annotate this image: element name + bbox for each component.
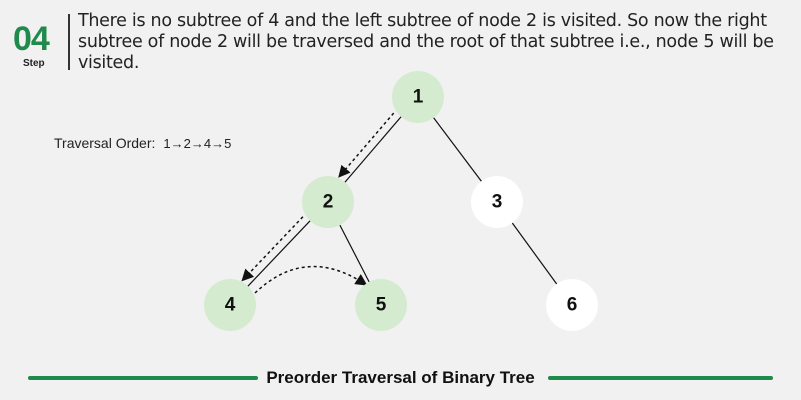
node-circle	[204, 279, 256, 331]
traversal-arrow-4-5	[254, 265, 368, 294]
step-description: There is no subtree of 4 and the left su…	[78, 11, 774, 73]
tree-node-1: 1	[392, 71, 444, 123]
step-label: Step	[23, 58, 45, 69]
node-circle	[392, 71, 444, 123]
node-label: 1	[413, 87, 424, 108]
tree-edge-2-4	[247, 220, 311, 287]
node-label: 4	[225, 295, 236, 316]
node-label: 3	[492, 192, 503, 213]
node-label: 2	[323, 192, 334, 213]
caption-text: Preorder Traversal of Binary Tree	[260, 368, 541, 387]
divider	[68, 14, 70, 70]
traversal-order-sequence: 1→2→4→5	[163, 136, 232, 151]
step-number: 04	[13, 20, 50, 58]
tree-node-5: 5	[355, 279, 407, 331]
caption: Preorder Traversal of Binary Tree	[0, 368, 801, 388]
tree-node-4: 4	[204, 279, 256, 331]
tree-edge-1-3	[433, 117, 482, 182]
caption-bar-left	[28, 376, 258, 380]
node-label: 6	[567, 295, 578, 316]
node-circle	[355, 279, 407, 331]
tree-edge-2-5	[339, 224, 370, 283]
tree-node-3: 3	[471, 176, 523, 228]
node-circle	[546, 279, 598, 331]
tree-node-6: 6	[546, 279, 598, 331]
traversal-arrow-2-4	[241, 216, 304, 282]
tree-edge-3-6	[511, 222, 558, 285]
traversal-order-label: Traversal Order:	[54, 135, 156, 151]
tree-node-2: 2	[302, 176, 354, 228]
node-label: 5	[376, 295, 387, 316]
traversal-order: Traversal Order: 1→2→4→5	[54, 135, 231, 151]
traversal-arrow-1-2	[338, 112, 395, 178]
caption-bar-right	[548, 376, 773, 380]
tree-edge-1-2	[344, 116, 402, 183]
node-circle	[302, 176, 354, 228]
node-circle	[471, 176, 523, 228]
